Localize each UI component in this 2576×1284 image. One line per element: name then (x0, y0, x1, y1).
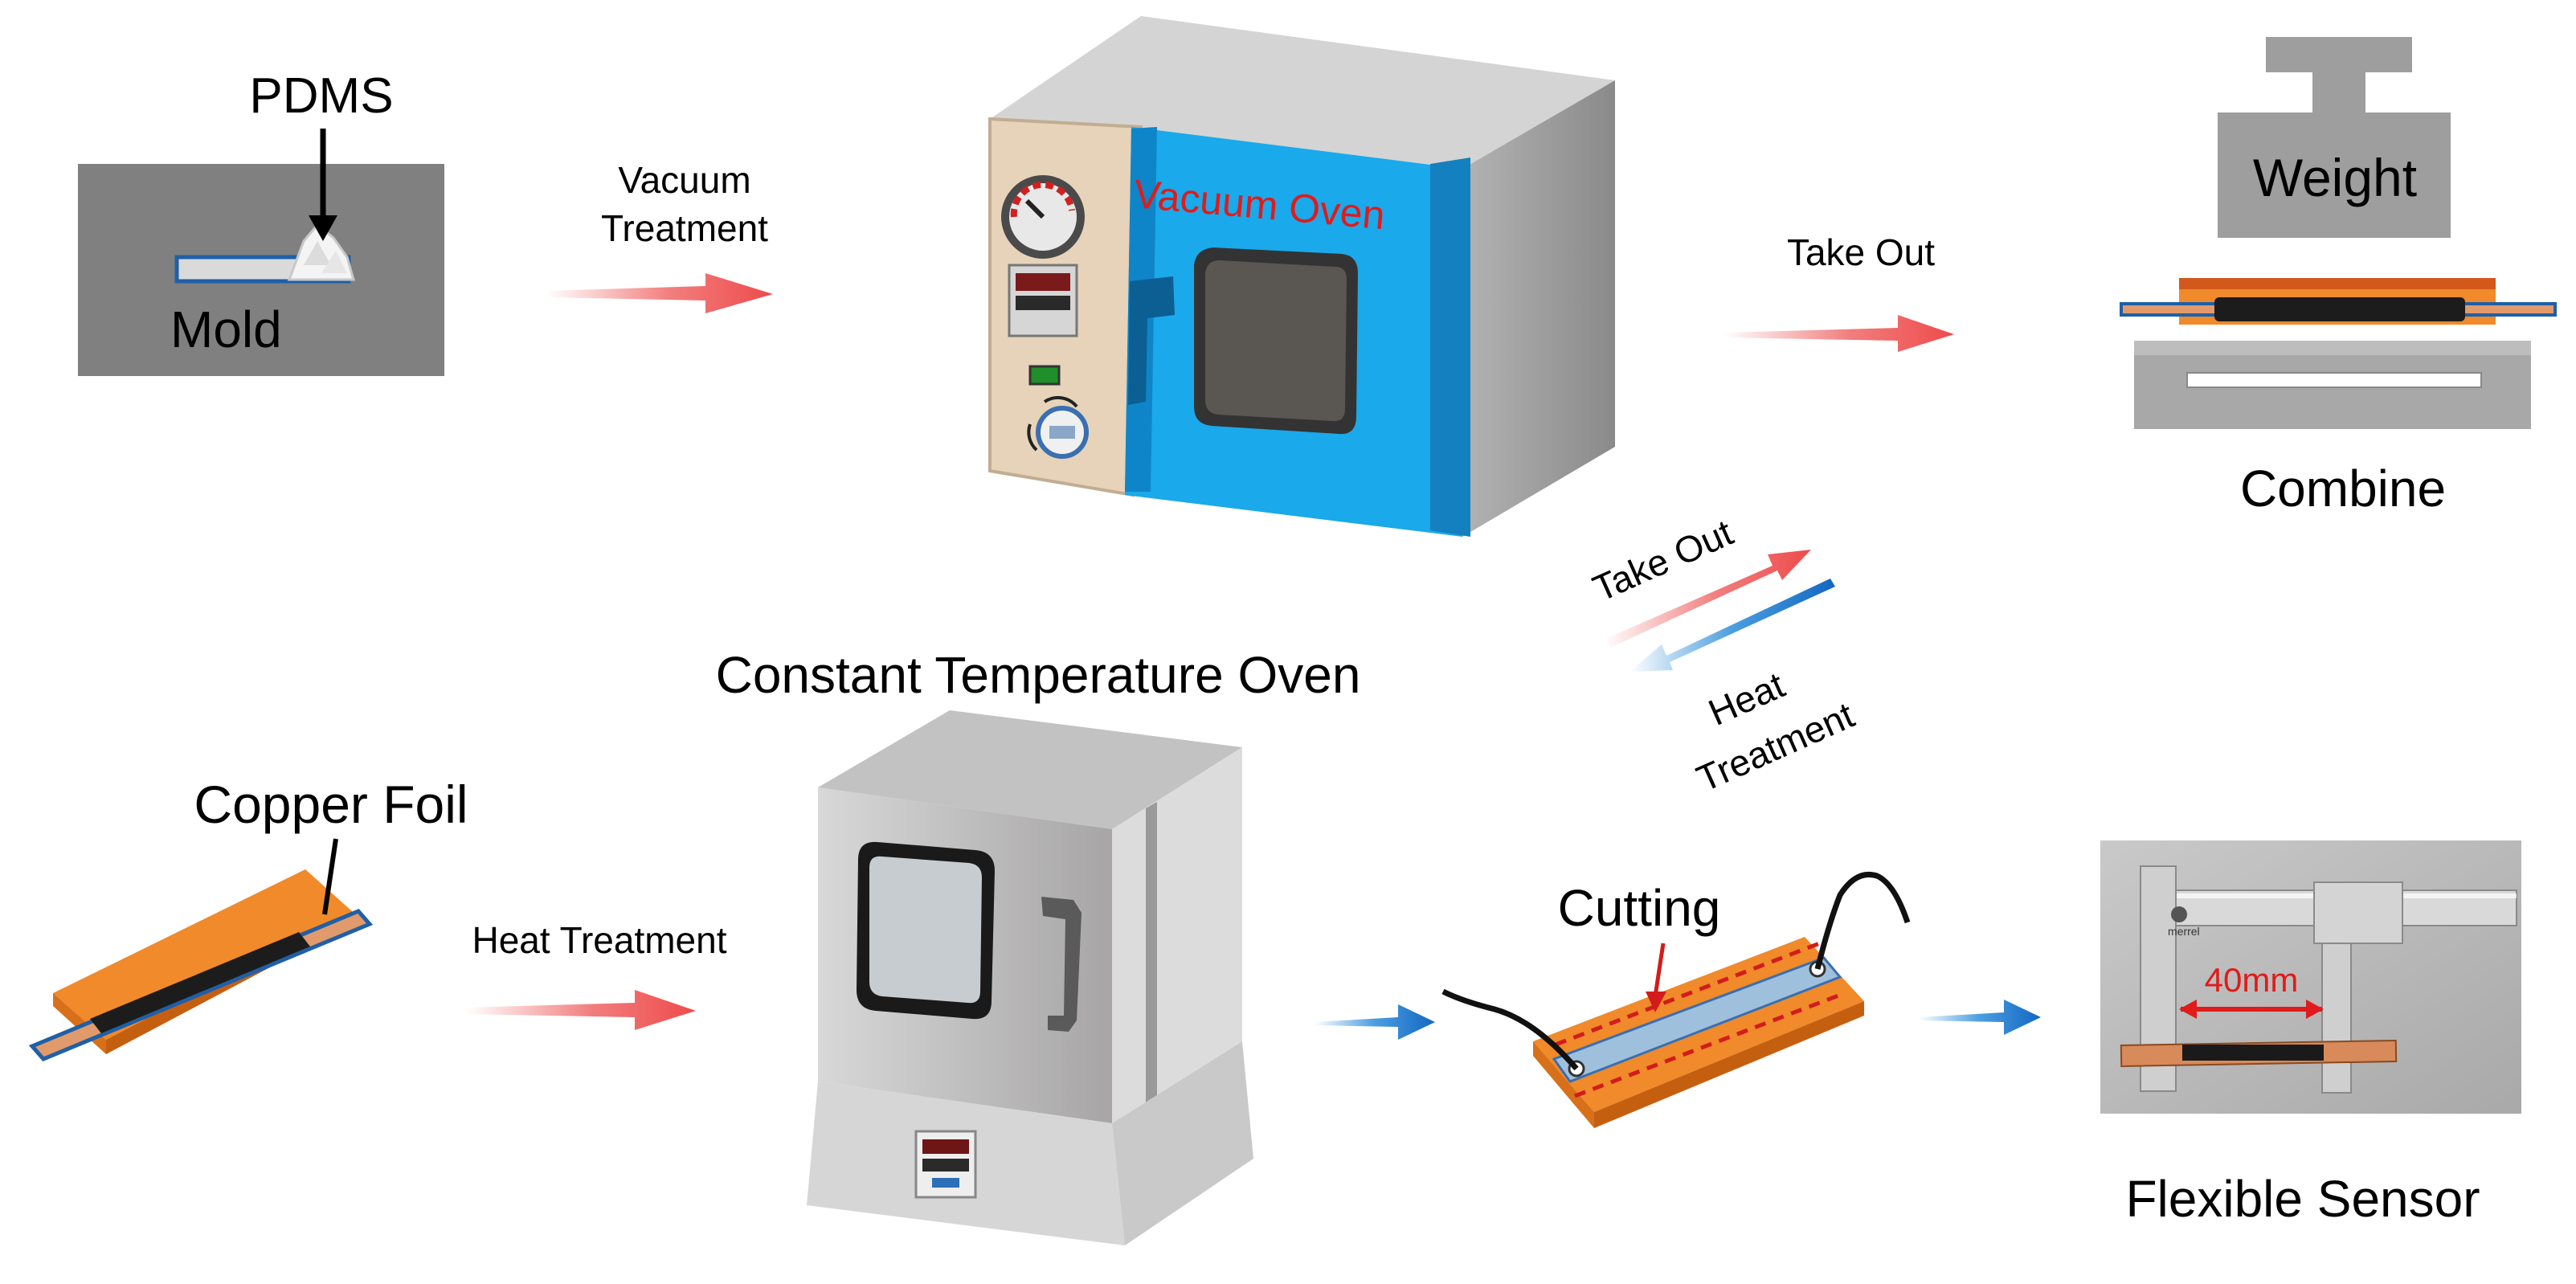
copper-foil-substrate (53, 869, 352, 1040)
cutting-sensor-strip (1552, 956, 1842, 1083)
combine-label: Combine (2240, 460, 2446, 517)
cto-top (818, 710, 1242, 829)
copper-foil-sensor (90, 932, 310, 1033)
constant-temperature-oven-label: Constant Temperature Oven (716, 646, 1361, 704)
copper-foil-pointer (322, 838, 338, 915)
arrow-take-out-top (1724, 315, 1954, 352)
copper-foil-label: Copper Foil (194, 775, 468, 834)
arrow-heat-treatment-bottom (466, 990, 696, 1030)
arrow-vacuum-treatment (546, 273, 773, 313)
cutting-line-bottom (1574, 991, 1846, 1098)
weight-handle (2266, 37, 2412, 72)
arrow-to-flexible-sensor (1919, 1000, 2041, 1035)
mold-label: Mold (170, 301, 282, 358)
constant-temperature-oven (807, 710, 1253, 1245)
copper-foil-assembly: Copper Foil (28, 775, 468, 1061)
vacuum-oven-window (1205, 260, 1347, 422)
vacuum-gauge-needle (1024, 198, 1045, 219)
pdms-pointer-head (309, 215, 337, 241)
cutting-pointer (1653, 943, 1666, 997)
photo-sensor-strip (2182, 1045, 2324, 1061)
cto-side (1112, 747, 1242, 1123)
cutting-label: Cutting (1558, 879, 1721, 937)
caliper-slider (2313, 881, 2403, 944)
vacuum-oven-side (1462, 80, 1615, 537)
weight-press: Weight (2120, 37, 2557, 429)
caliper-movable-jaw (2321, 943, 2352, 1094)
arrow-to-cutting (1315, 1004, 1435, 1040)
flexible-sensor-label: Flexible Sensor (2125, 1170, 2480, 1228)
cto-window (869, 856, 982, 1004)
caliper-brand-label: merrel (2168, 925, 2200, 938)
heat-treatment-bottom-label: Heat Treatment (472, 919, 726, 961)
take-out-top-label: Take Out (1787, 231, 1935, 273)
cto-handle (1041, 897, 1082, 1032)
cutting-wire-left (1441, 988, 1579, 1071)
pdms-droplet (287, 223, 355, 281)
flexible-sensor-photo: merrel 40mm (2100, 840, 2521, 1114)
vacuum-treatment-label-line1: Vacuum (618, 159, 750, 201)
mold-illustration: PDMS Mold (78, 68, 444, 376)
dimension-label: 40mm (2205, 961, 2299, 999)
vacuum-treatment-label-line2: Treatment (601, 207, 768, 249)
arrow-take-out-diagonal (1604, 550, 1811, 648)
cutting-line-top (1555, 939, 1825, 1047)
weight-label: Weight (2253, 148, 2417, 207)
vacuum-oven: Vacuum Oven (988, 16, 1615, 537)
vacuum-oven-handle (1128, 276, 1175, 405)
weight-block (2218, 112, 2451, 238)
cutting-wire-right (1814, 872, 1911, 970)
cutting-illustration: Cutting (1441, 872, 1911, 1128)
arrow-heat-treatment-diagonal (1629, 579, 1835, 672)
vacuum-oven-indicator-light (1028, 365, 1061, 386)
combine-sensor-strip (2214, 297, 2465, 321)
pdms-label: PDMS (249, 68, 393, 124)
